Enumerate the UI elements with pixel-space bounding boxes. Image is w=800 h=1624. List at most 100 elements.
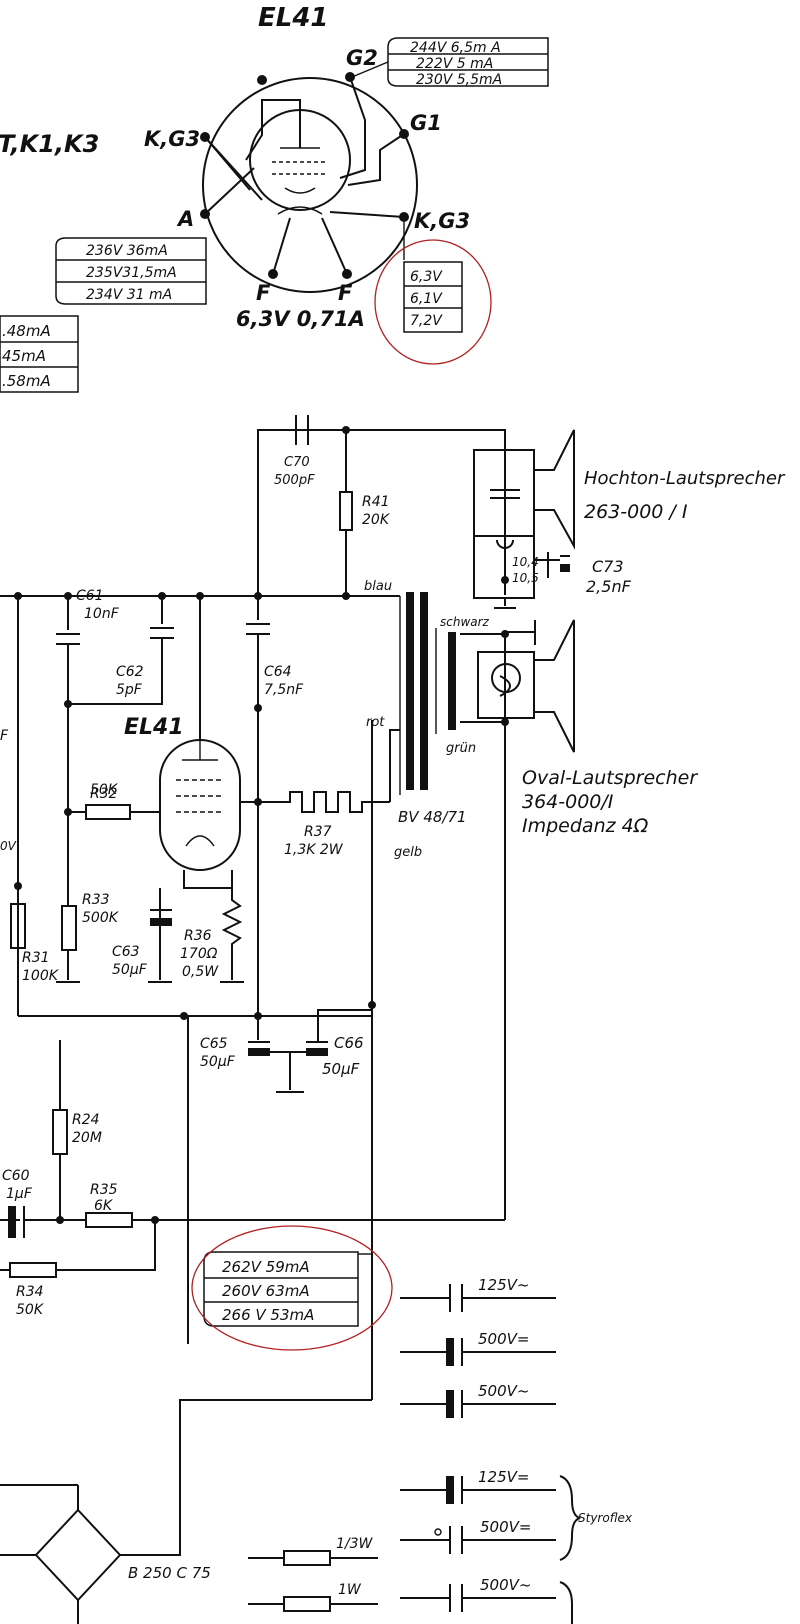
svg-text:500V=: 500V= <box>480 1518 531 1536</box>
svg-text:500V=: 500V= <box>478 1330 529 1348</box>
c73-tap-b: 10,5 <box>512 571 539 585</box>
el41-tube <box>159 739 241 871</box>
svg-text:125V~: 125V~ <box>478 1276 529 1294</box>
rectifier-label: B 250 C 75 <box>128 1564 211 1582</box>
oval-number: 364-000/I <box>522 791 614 813</box>
highlight-circle-supply <box>191 1225 393 1351</box>
oval-name: Oval-Lautsprecher <box>522 767 698 789</box>
c70-value: 500pF <box>274 473 315 488</box>
oval-impedance: Impedanz 4Ω <box>522 815 649 837</box>
r34-value: 50K <box>16 1302 45 1318</box>
pin-kg3-left: K,G3 <box>144 127 200 151</box>
svg-text:500V~: 500V~ <box>480 1576 531 1594</box>
supply-reading-1: 262V 59mA <box>222 1258 310 1276</box>
tube-label: EL41 <box>124 715 184 740</box>
pin-kg3-right: K,G3 <box>414 209 470 233</box>
cathode-voltage-box: 6,3V 6,1V 7,2V <box>374 222 492 365</box>
g2-reading-1: 244V 6,5m A <box>410 40 501 56</box>
cathode-reading-3: 7,2V <box>410 313 443 329</box>
junctions <box>14 426 509 1224</box>
legend-res-1w: 1W <box>248 1582 378 1612</box>
r31-label: R31 <box>22 950 50 966</box>
c73-value: 2,5nF <box>586 577 632 596</box>
left-reading-2: 45mA <box>2 347 46 365</box>
wire-gelb: gelb <box>394 845 422 860</box>
transformer-labels: blau schwarz rot grün gelb BV 48/71 <box>364 579 490 860</box>
legend-res-1-3w: 1/3W <box>248 1536 378 1566</box>
r24-value: 20M <box>72 1130 102 1146</box>
r24-label: R24 <box>72 1112 100 1128</box>
c63-label: C63 <box>112 944 140 960</box>
heater-rating: 6,3V 0,71A <box>236 307 365 331</box>
anode-reading-2: 235V31,5mA <box>86 265 177 281</box>
anode-voltage-box: 236V 36mA 235V31,5mA 234V 31 mA <box>55 237 207 305</box>
c62-value: 5pF <box>116 682 143 698</box>
c64-value: 7,5nF <box>264 682 304 698</box>
left-partial-box: .48mA 45mA .58mA <box>0 315 79 393</box>
c64-label: C64 <box>264 664 292 680</box>
anode-reading-1: 236V 36mA <box>86 243 168 259</box>
g2-reading-2: 222V 5 mA <box>416 56 493 72</box>
r36-value-2: 0,5W <box>182 964 219 980</box>
supply-voltage-box: 262V 59mA 260V 63mA 266 V 53mA <box>191 1225 393 1351</box>
tube-pinout: EL41 T,K1,K3 G2 G1 K,G3 K,G3 A F <box>0 3 549 393</box>
component-labels: C70 500pF R41 20K C61 10nF C62 5pF C64 7… <box>0 455 632 1582</box>
wire-rot: rot <box>366 715 385 730</box>
legend-cap-500v-dc: 500V= <box>400 1330 556 1366</box>
left-reading-1: .48mA <box>2 322 51 340</box>
c63-value: 50µF <box>112 962 148 978</box>
r31-value: 100K <box>22 968 60 984</box>
anode-reading-3: 234V 31 mA <box>86 287 172 303</box>
r36-value-1: 170Ω <box>180 946 218 962</box>
c65-label: C65 <box>200 1036 228 1052</box>
tube-socket-circle <box>202 77 418 293</box>
r34-label: R34 <box>16 1284 44 1300</box>
pin-a: A <box>176 207 194 231</box>
symbol-legend: 125V~ 500V= 500V~ 125V= 500V= 500V~ <box>248 1276 633 1624</box>
left-reading-3: .58mA <box>2 372 51 390</box>
svg-text:125V=: 125V= <box>478 1468 529 1486</box>
supply-reading-2: 260V 63mA <box>222 1282 310 1300</box>
pin-f-left: F <box>256 281 271 305</box>
speaker-labels: Hochton-Lautsprecher 263-000 / I Oval-La… <box>522 468 786 837</box>
supply-reading-3: 266 V 53mA <box>222 1306 314 1324</box>
r41-value: 20K <box>362 512 391 528</box>
r35-value: 6K <box>94 1198 114 1214</box>
legend-styroflex: Styroflex <box>578 1511 633 1525</box>
pinout-title: EL41 <box>258 3 329 33</box>
transformer-type: BV 48/71 <box>398 808 467 826</box>
styroflex-brace <box>559 1475 581 1561</box>
r41-label: R41 <box>362 494 390 510</box>
hochton-number: 263-000 / I <box>584 501 688 523</box>
left-f-label: F <box>0 728 9 744</box>
left-ov-label: 0V <box>0 839 17 853</box>
g2-voltage-box: 244V 6,5m A 222V 5 mA 230V 5,5mA <box>351 37 549 88</box>
r32-label: R32 <box>90 786 118 802</box>
c61-value: 10nF <box>84 606 120 622</box>
wire-schwarz: schwarz <box>440 615 490 629</box>
pin-f-right: F <box>338 281 353 305</box>
svg-text:1W: 1W <box>338 1582 362 1598</box>
c61-label: C61 <box>76 588 104 604</box>
g2-reading-3: 230V 5,5mA <box>416 72 502 88</box>
c66-value: 50µF <box>322 1060 360 1078</box>
legend-cap-125v-dc: 125V= <box>400 1468 556 1504</box>
c70-label: C70 <box>284 455 310 470</box>
legend-cap-125v-ac: 125V~ <box>400 1276 556 1312</box>
pin-g1: G1 <box>410 111 442 135</box>
wire-blau: blau <box>364 579 392 594</box>
svg-text:1/3W: 1/3W <box>336 1536 374 1552</box>
wire-gruen: grün <box>446 741 476 756</box>
legend-cap-500v-ac: 500V~ <box>400 1382 556 1418</box>
c65-value: 50µF <box>200 1054 236 1070</box>
r37-value: 1,3K 2W <box>284 842 344 858</box>
svg-text:500V~: 500V~ <box>478 1382 529 1400</box>
wiring <box>0 415 575 1624</box>
c73-tap-a: 10,4 <box>512 555 539 569</box>
c73-label: C73 <box>592 557 624 576</box>
highlight-circle-cathode <box>374 239 492 365</box>
r35-label: R35 <box>90 1182 118 1198</box>
r33-value: 500K <box>82 910 120 926</box>
r36-label: R36 <box>184 928 212 944</box>
